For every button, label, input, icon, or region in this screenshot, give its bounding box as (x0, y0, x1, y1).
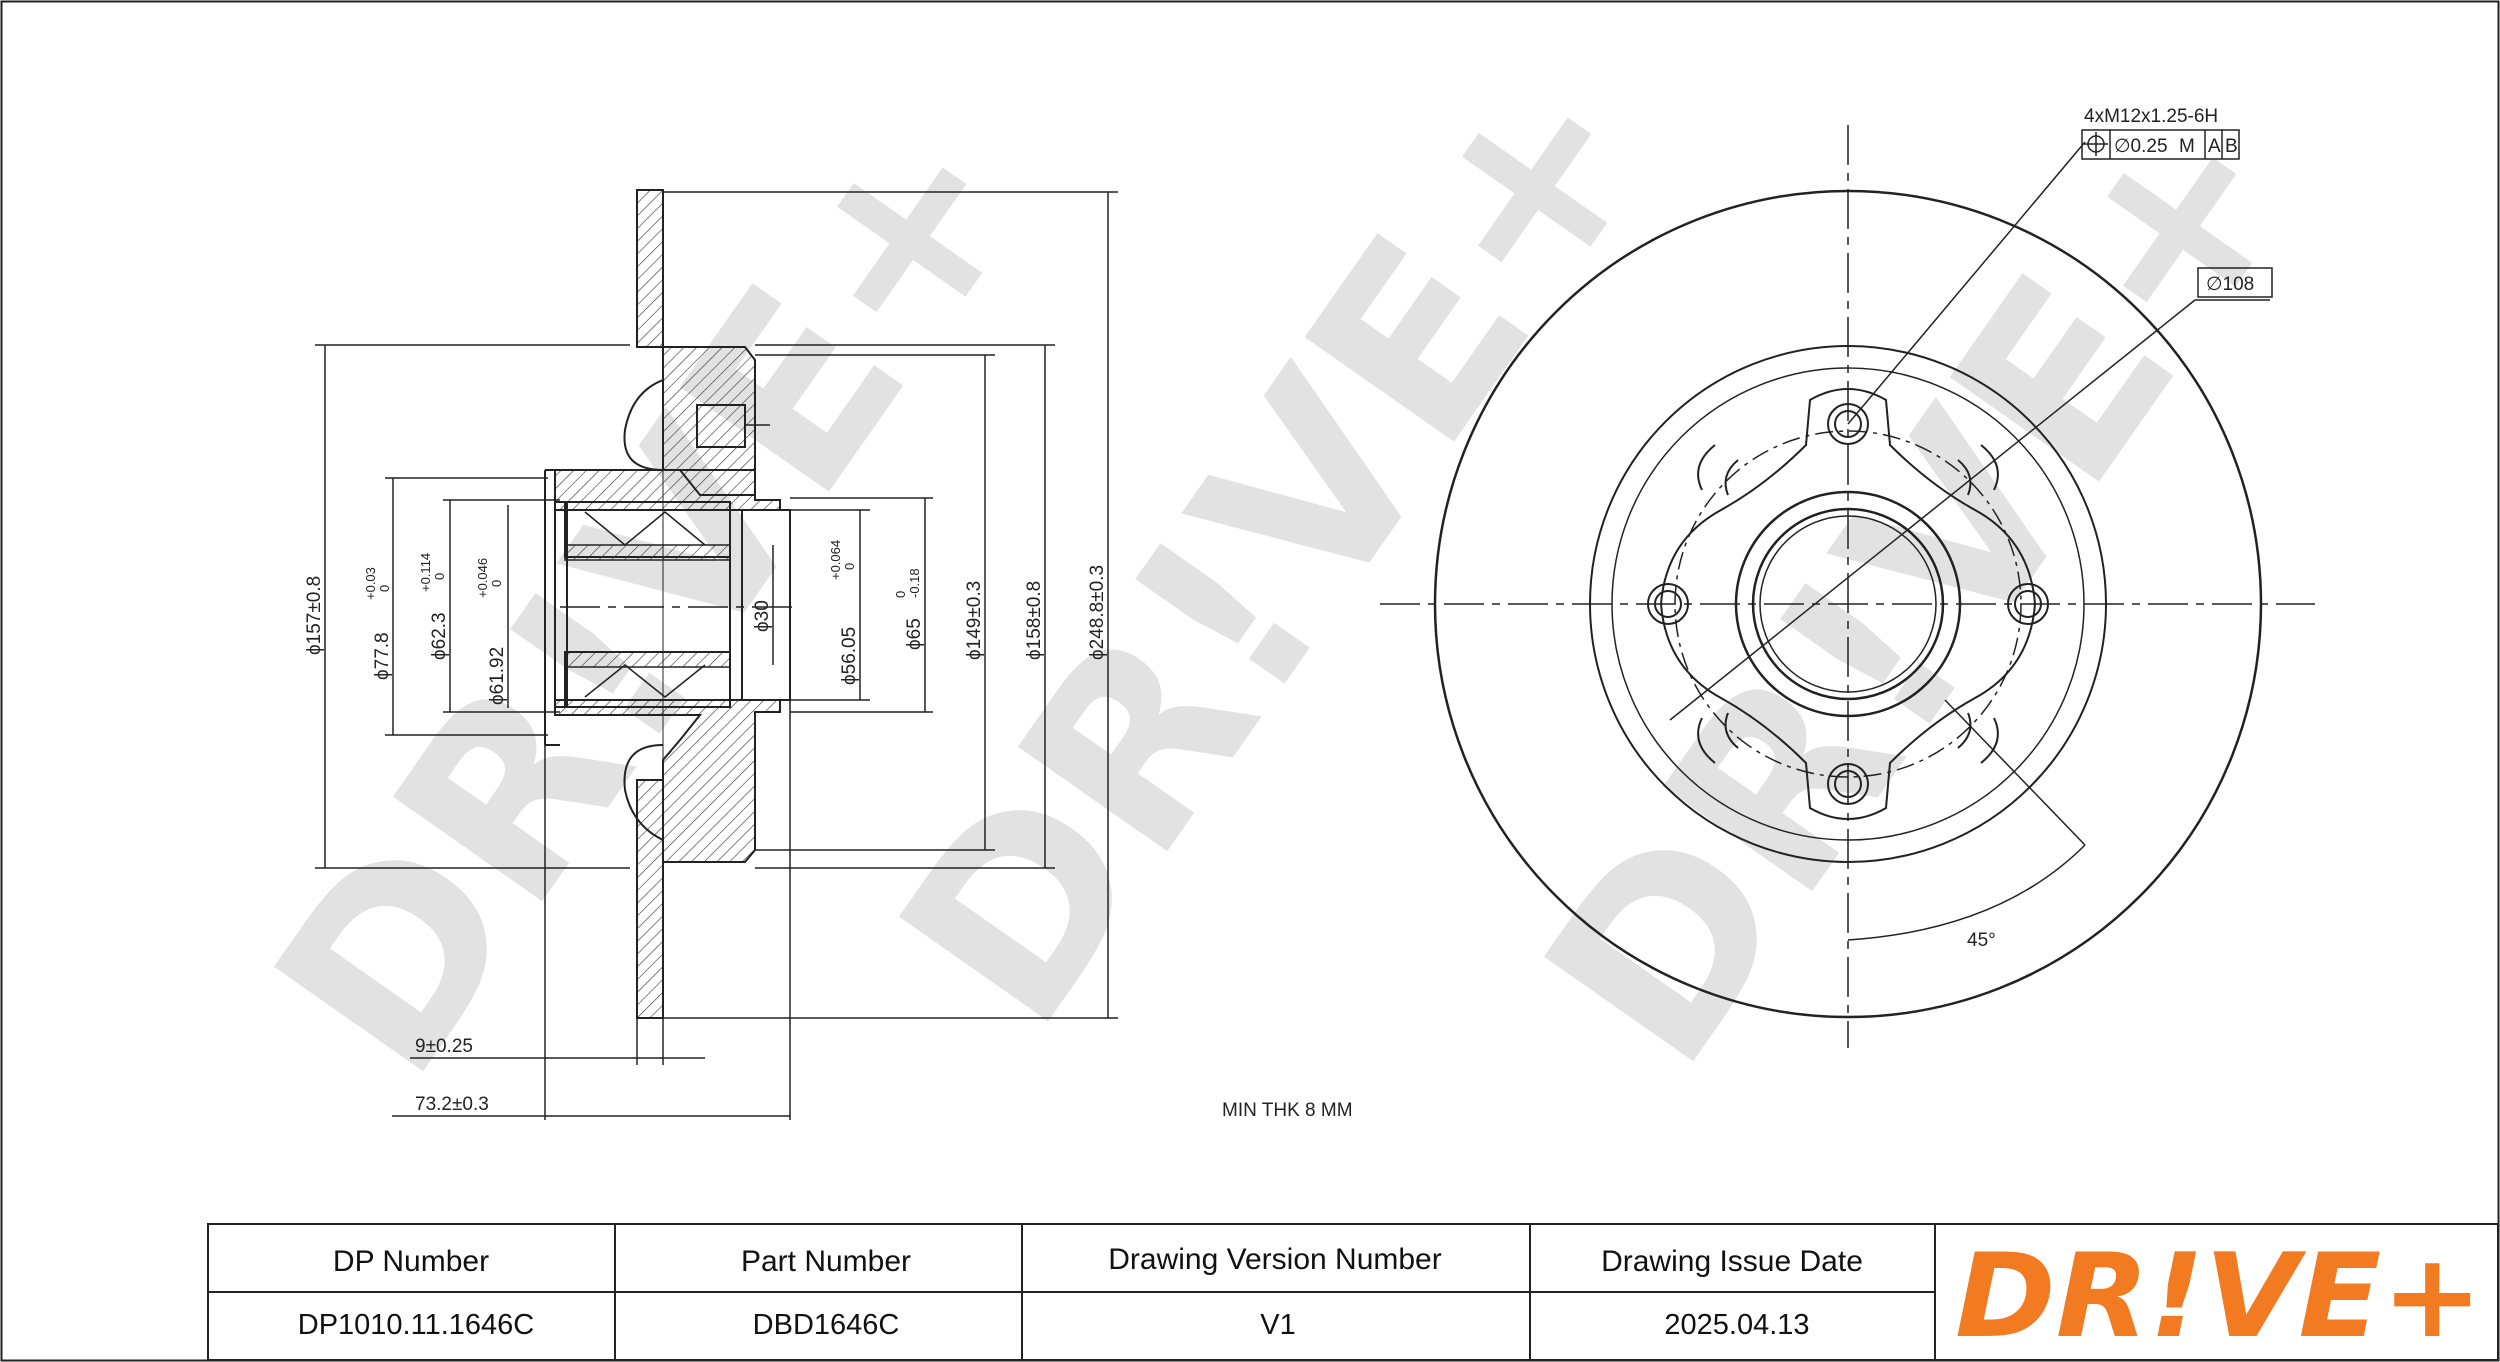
dim-d77: ϕ77.8 (372, 632, 393, 680)
dim-d30: ϕ30 (752, 600, 773, 632)
header-issue-date: Drawing Issue Date (1601, 1245, 1863, 1278)
disc-outer-edge (1433, 189, 2263, 1019)
dim-d65-tol-lo: -0.18 (907, 568, 922, 598)
bearing (554, 501, 743, 708)
dim-w73: 73.2±0.3 (415, 1094, 489, 1115)
side-section-view: ϕ157±0.8 ϕ77.8 +0.03 0 ϕ62.3 +0.114 0 ϕ6… (304, 189, 1353, 1121)
watermarks: DR!VE+ DR!VE+ DR!VE+ (220, 16, 2352, 1124)
dim-d77-tol-hi: +0.03 (363, 567, 378, 600)
hub-body-lower (554, 699, 781, 863)
value-part-number: DBD1646C (753, 1309, 900, 1341)
dim-w9: 9±0.25 (415, 1036, 473, 1057)
min-thickness-note: MIN THK 8 MM (1222, 1100, 1353, 1121)
dim-d56: ϕ56.05 (839, 627, 860, 685)
dim-d65: ϕ65 (904, 618, 925, 650)
dim-d61: ϕ61.92 (487, 647, 508, 705)
dim-d62: ϕ62.3 (429, 612, 450, 660)
datum-a: A (2208, 136, 2221, 157)
dim-d62-tol-lo: 0 (432, 573, 447, 580)
mmc-symbol: M (2179, 136, 2195, 157)
dim-d158: ϕ158±0.8 (1024, 581, 1045, 660)
header-drawing-version: Drawing Version Number (1108, 1243, 1441, 1276)
hat-slots (1697, 444, 1999, 764)
datum-b: B (2225, 136, 2238, 157)
drive-plus-logo: DR!VE+ (1955, 1229, 2483, 1362)
hub-flange (1659, 388, 2037, 820)
side-dimension-lines (315, 191, 1118, 1120)
hub-body-upper (554, 346, 781, 511)
value-drawing-version: V1 (1260, 1309, 1295, 1341)
position-tolerance: ∅0.25 (2114, 136, 2168, 157)
header-dp-number: DP Number (333, 1245, 489, 1278)
dim-d62-tol-hi: +0.114 (418, 553, 433, 592)
dim-d61-tol-lo: 0 (489, 580, 504, 587)
friction-ring-inner (1589, 345, 2107, 863)
bolt-holes (1647, 403, 2049, 805)
thread-spec: 4xM12x1.25-6H (2084, 106, 2218, 127)
dim-d65-tol-hi: 0 (893, 591, 908, 598)
value-issue-date: 2025.04.13 (1664, 1309, 1809, 1341)
header-part-number: Part Number (741, 1245, 911, 1278)
dim-d56-tol-hi: +0.064 (828, 540, 843, 580)
dim-d149: ϕ149±0.3 (964, 581, 985, 660)
title-block (207, 1223, 2499, 1361)
value-dp-number: DP1010.11.1646C (298, 1309, 534, 1341)
dim-d61-tol-hi: +0.046 (475, 558, 490, 598)
angle-dimension: 45° (1967, 930, 1996, 951)
dim-d248: ϕ248.8±0.3 (1087, 565, 1108, 660)
dim-d157: ϕ157±0.8 (304, 576, 325, 655)
front-view (1380, 125, 2315, 1048)
dim-d77-tol-lo: 0 (377, 585, 392, 592)
dim-d56-tol-lo: 0 (842, 563, 857, 570)
pcd-dimension: ∅108 (2206, 274, 2254, 295)
